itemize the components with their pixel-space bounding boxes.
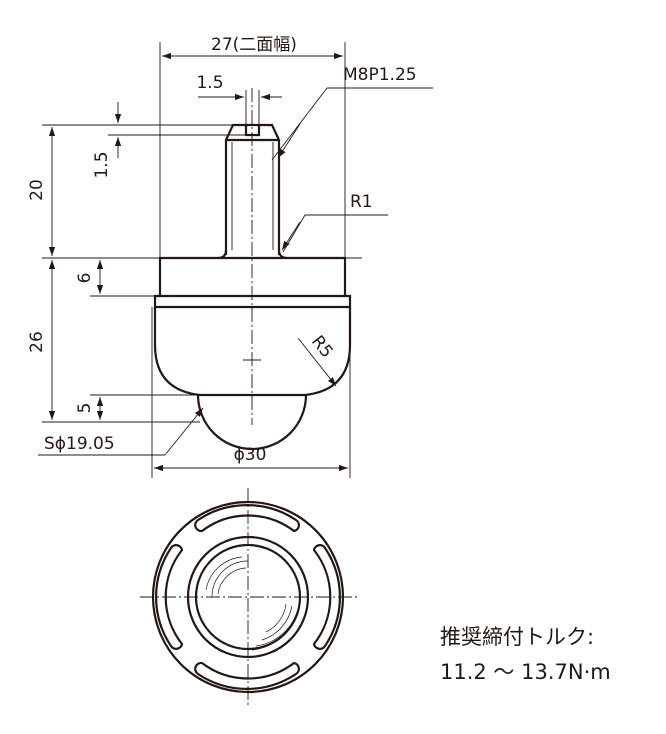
- ball-shading: [205, 556, 301, 651]
- dim-body-diameter: ϕ30: [234, 445, 267, 465]
- arc-slots: [154, 503, 342, 691]
- dim-flange-height: 6: [75, 273, 95, 284]
- dim-body-radius: R5: [307, 332, 337, 362]
- dim-fillet: R1: [350, 192, 373, 212]
- dim-across-flats: 27(二面幅): [211, 35, 297, 55]
- dim-ball-diameter: Sϕ19.05: [44, 434, 115, 454]
- dim-thread: M8P1.25: [343, 65, 417, 85]
- ball: [196, 394, 308, 451]
- flange: [153, 256, 352, 309]
- torque-note-title: 推奨締付トルク:: [440, 625, 594, 649]
- side-view: [153, 88, 352, 451]
- dim-slot-width: 1.5: [196, 73, 223, 93]
- dim-ball-protrusion: 5: [75, 403, 95, 414]
- torque-note: 推奨締付トルク: 11.2 ～ 13.7N·m: [440, 625, 611, 684]
- dim-stud-length: 20: [27, 179, 47, 201]
- dim-slot-depth: 1.5: [92, 151, 112, 178]
- threaded-stud: [217, 123, 288, 260]
- dim-body-height: 26: [27, 331, 47, 353]
- body: [153, 307, 352, 397]
- dimensions: 27(二面幅) 1.5 M8P1.25 1.5 20 R1 6: [27, 35, 433, 478]
- bottom-view: [140, 488, 358, 708]
- torque-note-value: 11.2 ～ 13.7N·m: [440, 660, 611, 684]
